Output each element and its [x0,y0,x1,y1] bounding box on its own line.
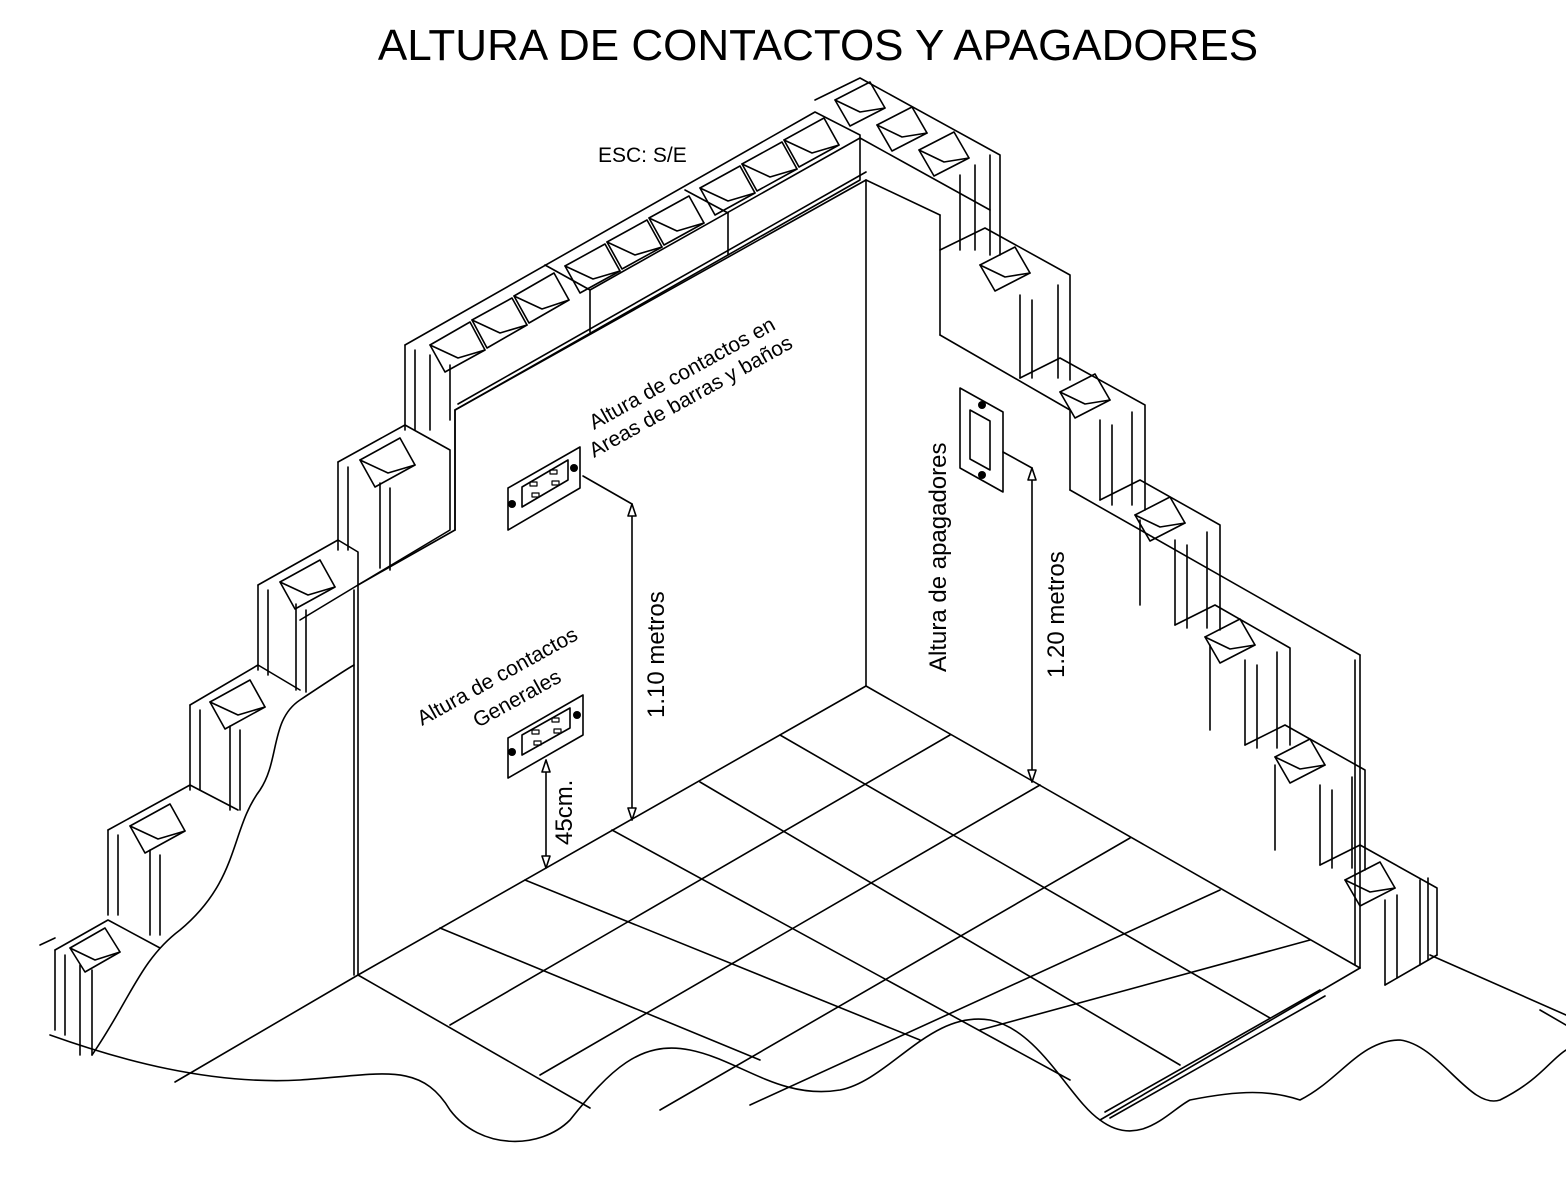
scale-note: ESC: S/E [598,144,687,167]
diagram-title: ALTURA DE CONTACTOS Y APAGADORES [378,21,1258,70]
dimension-label-general: 45cm. [551,780,578,845]
light-switch [959,387,1004,493]
dimension-general: 45cm. [541,759,578,869]
right-block-wall [814,77,1438,986]
dimension-bar-bath: 1.10 metros [582,475,670,821]
dimension-label-switch: 1.20 metros [1043,551,1070,678]
outlet-bar-bath [507,446,581,531]
dimension-label-bar-bath: 1.10 metros [643,591,670,718]
label-switch-height: Altura de apagadores [925,443,952,673]
ground-terrain [49,954,1566,1143]
floor-tiles [174,685,1361,1121]
right-wall [865,179,1361,969]
outlet-general [507,694,584,779]
left-block-wall [39,111,861,1056]
dimension-switch: 1.20 metros [1002,451,1070,783]
left-wall [353,171,867,976]
